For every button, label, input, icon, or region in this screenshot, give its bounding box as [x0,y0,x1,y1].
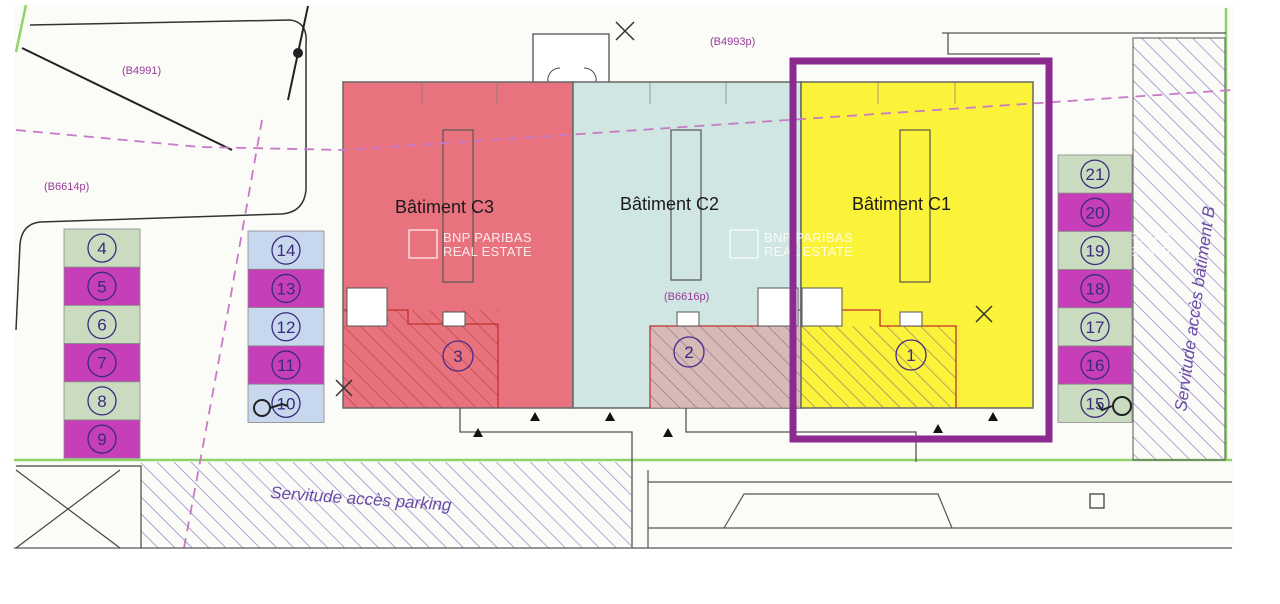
parking-space-10: 10 [247,383,325,423]
svg-text:17: 17 [1086,318,1105,337]
unit-1-marker: 1 [895,339,927,371]
svg-text:BNP PARIBAS: BNP PARIBAS [443,230,532,245]
svg-text:5: 5 [97,277,106,296]
building-c1 [800,81,1034,409]
building-c2 [572,81,802,409]
parcel-label-b6616p: (B6616p) [664,291,709,303]
parking-space-5: 5 [63,266,141,306]
parking-space-8: 8 [63,381,141,421]
svg-text:8: 8 [97,392,106,411]
svg-text:BNP PARIBAS: BNP PARIBAS [764,230,853,245]
svg-text:9: 9 [97,430,106,449]
pole-marker [293,48,303,58]
parking-space-16: 16 [1057,345,1133,385]
parking-space-20: 20 [1057,192,1133,232]
svg-text:13: 13 [277,279,296,298]
highlight-frame-c1 [789,57,1053,443]
parking-column-right: 21 20 19 18 17 16 15 [1057,154,1133,423]
easement-line [15,89,1233,151]
servitude-batiment-area [1132,37,1226,461]
parking-column-left-b: 14 13 12 11 10 [247,230,325,423]
svg-text:16: 16 [1086,356,1105,375]
building-c2-label: Bâtiment C2 [620,194,719,214]
svg-text:REAL ESTATE: REAL ESTATE [443,244,532,259]
parking-space-14: 14 [247,230,325,270]
parking-space-9: 9 [63,419,141,459]
parking-column-left-a: 4 5 6 7 8 9 [63,228,141,459]
parcel-label-b6614p: (B6614p) [44,181,89,193]
parcel-label-b4993p: (B4993p) [710,36,755,48]
parking-space-4: 4 [63,228,141,268]
svg-text:11: 11 [277,356,295,375]
boundary-line-left [14,4,28,53]
svg-text:4: 4 [97,239,106,258]
svg-text:10: 10 [277,394,296,413]
svg-text:REAL ESTATE: REAL ESTATE [764,244,853,259]
svg-text:20: 20 [1086,203,1105,222]
svg-text:19: 19 [1086,242,1105,261]
building-c3-label: Bâtiment C3 [395,197,494,217]
servitude-parking-area [141,462,633,548]
parking-space-12: 12 [247,307,325,347]
road-outline [15,19,307,331]
accessible-parking-icon [253,399,289,417]
svg-text:18: 18 [1086,280,1105,299]
svg-text:1: 1 [906,346,915,365]
building-c1-label: Bâtiment C1 [852,194,951,214]
watermark-1: BNP PARIBAS REAL ESTATE [408,229,532,259]
fence-line [21,47,233,151]
parking-space-6: 6 [63,304,141,344]
parking-space-13: 13 [247,268,325,308]
unit-2-marker: 2 [673,336,705,368]
parking-space-15: 15 [1057,383,1133,423]
entrance-arrows [473,412,998,437]
unit-3-marker: 3 [442,340,474,372]
svg-text:6: 6 [97,316,106,335]
parking-space-21: 21 [1057,154,1133,194]
parking-space-17: 17 [1057,307,1133,347]
parking-space-19: 19 [1057,230,1133,270]
svg-text:2: 2 [684,343,693,362]
parking-space-18: 18 [1057,269,1133,309]
parcel-label-b4991: (B4991) [122,65,161,77]
svg-text:14: 14 [277,241,296,260]
svg-text:12: 12 [277,318,296,337]
svg-text:7: 7 [97,354,106,373]
watermark-2: BNP PARIBAS REAL ESTATE [729,229,853,259]
svg-text:15: 15 [1086,394,1105,413]
svg-text:21: 21 [1086,165,1105,184]
accessible-parking-icon [1097,396,1132,416]
svg-text:3: 3 [453,347,462,366]
parking-space-11: 11 [247,345,325,385]
parking-space-7: 7 [63,343,141,383]
